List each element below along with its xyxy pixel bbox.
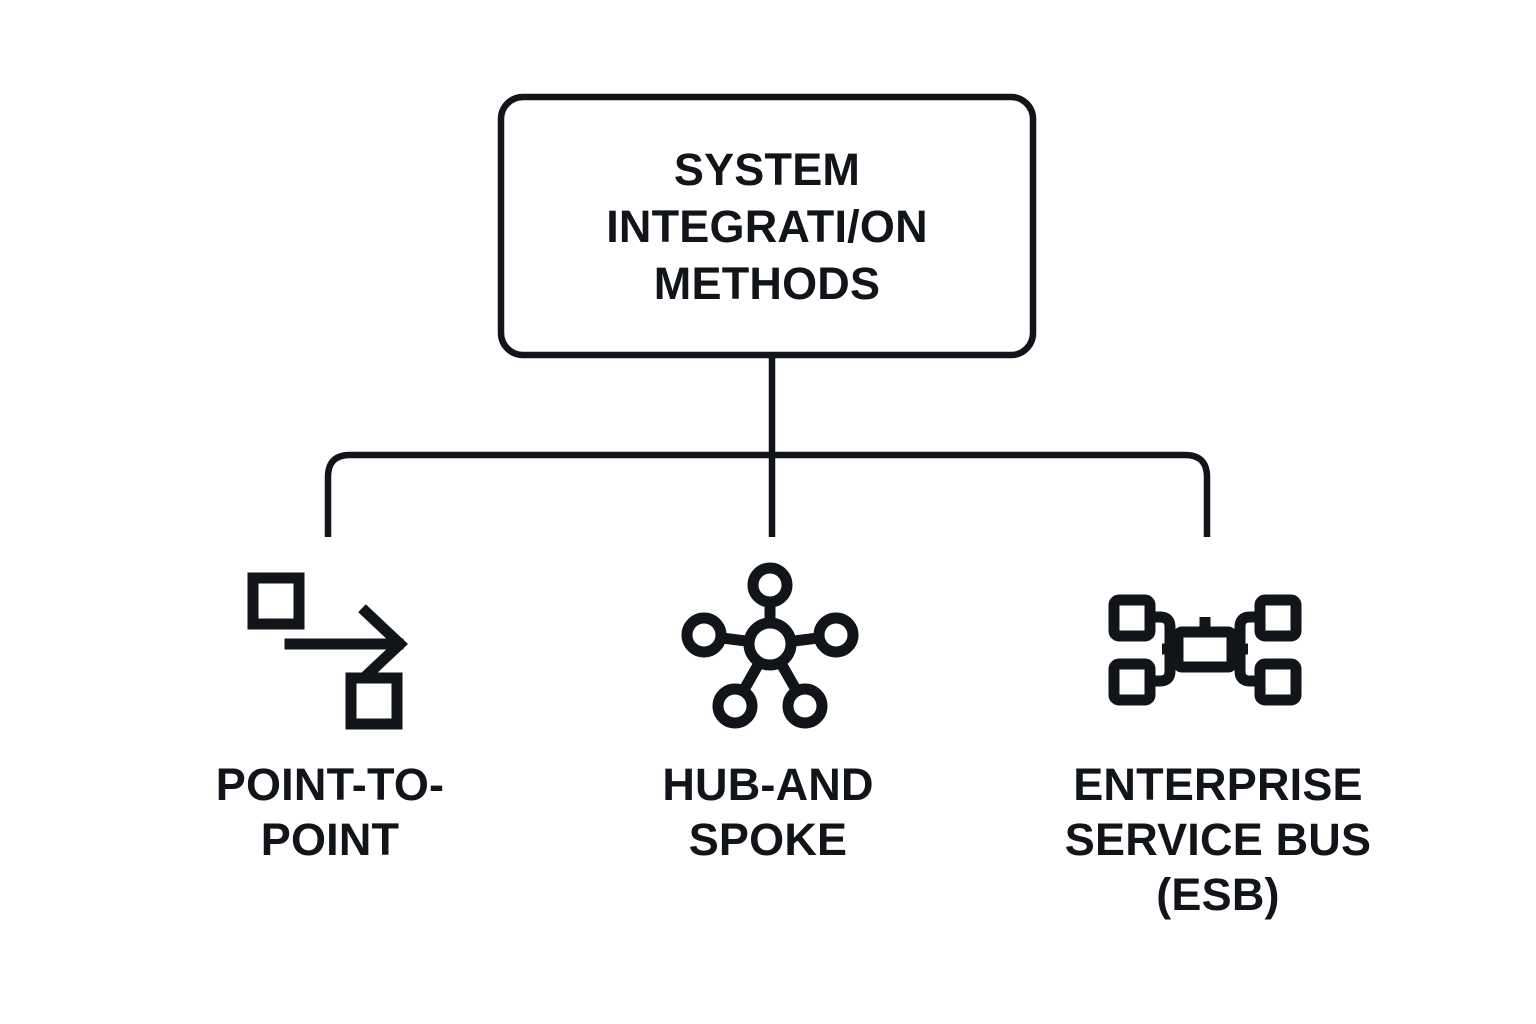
esb-link-top-left <box>1147 611 1176 649</box>
hub-node-top <box>747 562 793 608</box>
esb-node-bottom-right <box>1254 658 1302 706</box>
tree-connectors <box>324 355 1211 537</box>
hub-node-left <box>681 612 727 658</box>
p2p-source-square <box>247 572 305 630</box>
hub-center-node <box>743 617 797 671</box>
connector-branch-left <box>324 451 772 537</box>
hub-and-spoke-icon[interactable] <box>681 562 859 729</box>
esb-link-bottom-left <box>1147 649 1176 687</box>
esb-link-bottom-right <box>1234 649 1263 687</box>
connector-branch-right <box>772 451 1211 537</box>
enterprise-service-bus-icon[interactable] <box>1108 594 1302 706</box>
esb-links <box>1147 611 1263 687</box>
esb-bus-body <box>1172 626 1238 673</box>
root-node-box[interactable] <box>497 93 1037 359</box>
esb-node-top-right <box>1254 594 1302 642</box>
hub-node-right <box>813 612 859 658</box>
esb-node-top-left <box>1108 594 1156 642</box>
esb-node-bottom-left <box>1108 658 1156 706</box>
hub-node-bottom-left <box>712 683 758 729</box>
hub-node-bottom-right <box>782 683 828 729</box>
p2p-target-square <box>345 672 403 730</box>
point-to-point-icon[interactable] <box>247 572 409 730</box>
p2p-arrow-head <box>358 604 409 684</box>
esb-link-top-right <box>1234 611 1263 649</box>
